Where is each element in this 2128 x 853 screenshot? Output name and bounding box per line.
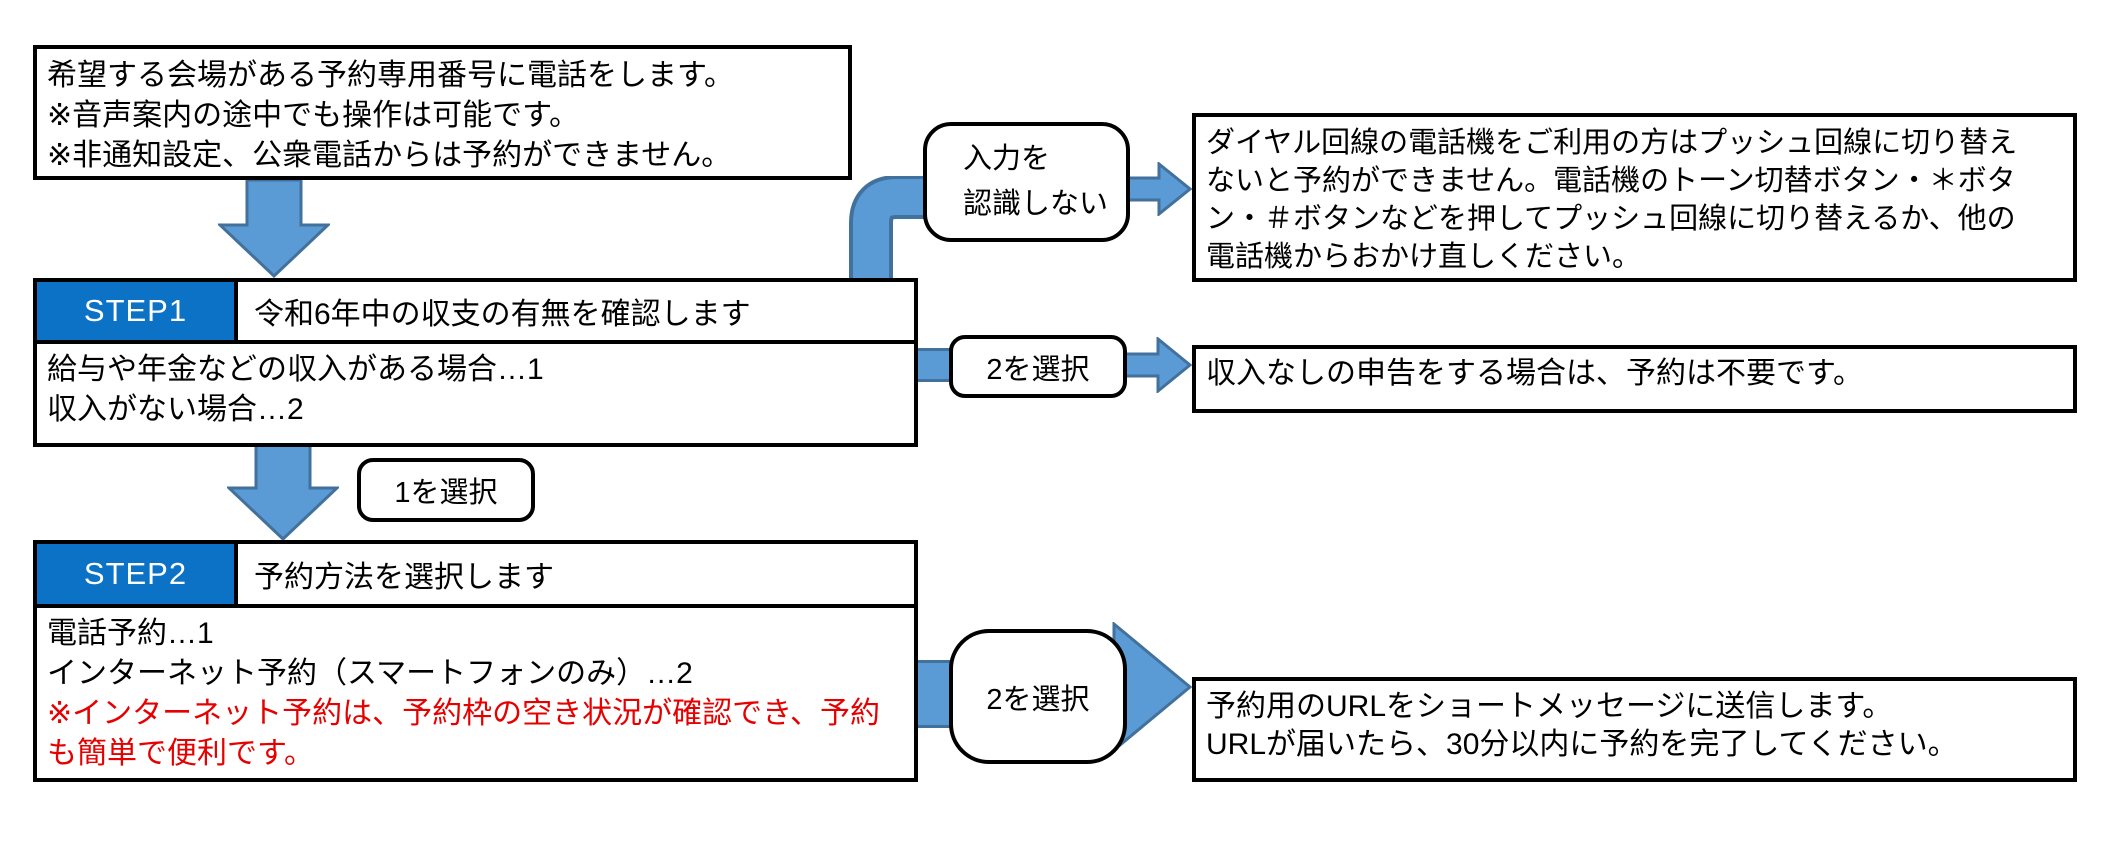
result-line: URLが届いたら、30分以内に予約を完了してください。 (1206, 728, 1958, 761)
step2-option: 電話予約…1 (47, 617, 214, 650)
step1-option: 収入がない場合…2 (47, 393, 304, 426)
result-line: ダイヤル回線の電話機をご利用の方はプッシュ回線に切り替え (1206, 127, 2018, 159)
step2-title: 予約方法を選択します (254, 561, 554, 594)
result-line: ン・＃ボタンなどを押してプッシュ回線に切り替えるか、他の (1206, 203, 2016, 235)
step2-body: 電話予約…1 インターネット予約（スマートフォンのみ）…2 ※インターネット予約… (37, 608, 914, 780)
right-arrow-icon (1128, 162, 1192, 216)
step1-title: 令和6年中の収支の有無を確認します (254, 298, 751, 331)
down-arrow-icon (218, 180, 330, 278)
result-box-sms-url: 予約用のURLをショートメッセージに送信します。 URLが届いたら、30分以内に… (1192, 677, 2077, 782)
step1-header: STEP1 令和6年中の収支の有無を確認します (37, 282, 914, 344)
step2-badge: STEP2 (37, 544, 238, 604)
label-input-not-recognized: 入力を 認識しない (923, 122, 1130, 242)
down-arrow-icon (227, 444, 339, 541)
label-select-2-step2: 2を選択 (949, 629, 1127, 764)
result-line: 予約用のURLをショートメッセージに送信します。 (1206, 690, 1893, 723)
result-box-no-income: 収入なしの申告をする場合は、予約は不要です。 (1192, 345, 2077, 413)
connector-stub (912, 660, 952, 728)
connector-stub (912, 348, 952, 382)
intro-line: 希望する会場がある予約専用番号に電話をします。 (47, 59, 734, 92)
label-line: 認識しない (963, 188, 1109, 220)
result-line: 電話機からおかけ直しください。 (1206, 241, 1642, 273)
step2-box: STEP2 予約方法を選択します 電話予約…1 インターネット予約（スマートフォ… (33, 540, 918, 782)
intro-line: ※音声案内の途中でも操作は可能です。 (47, 99, 580, 132)
step1-badge: STEP1 (37, 282, 238, 340)
step1-box: STEP1 令和6年中の収支の有無を確認します 給与や年金などの収入がある場合…… (33, 278, 918, 447)
intro-box: 希望する会場がある予約専用番号に電話をします。 ※音声案内の途中でも操作は可能で… (33, 45, 852, 180)
step2-header: STEP2 予約方法を選択します (37, 544, 914, 608)
elbow-connector-icon (849, 176, 935, 282)
intro-line: ※非通知設定、公衆電話からは予約ができません。 (47, 139, 732, 172)
result-line: ないと予約ができません。電話機のトーン切替ボタン・＊ボタ (1206, 165, 2016, 197)
result-line: 収入なしの申告をする場合は、予約は不要です。 (1206, 357, 1863, 390)
step1-body: 給与や年金などの収入がある場合…1 収入がない場合…2 (37, 344, 914, 436)
right-arrow-icon (1125, 337, 1192, 393)
step2-note: も簡単で便利です。 (47, 737, 314, 770)
label-select-2-step1: 2を選択 (949, 335, 1127, 398)
label-line: 入力を (963, 143, 1051, 175)
step1-option: 給与や年金などの収入がある場合…1 (47, 353, 544, 386)
step2-option: インターネット予約（スマートフォンのみ）…2 (47, 657, 693, 690)
step2-note: ※インターネット予約は、予約枠の空き状況が確認でき、予約 (47, 697, 881, 730)
result-box-dial-line: ダイヤル回線の電話機をご利用の方はプッシュ回線に切り替え ないと予約ができません… (1192, 113, 2077, 282)
label-select-1-step1: 1を選択 (357, 458, 535, 522)
